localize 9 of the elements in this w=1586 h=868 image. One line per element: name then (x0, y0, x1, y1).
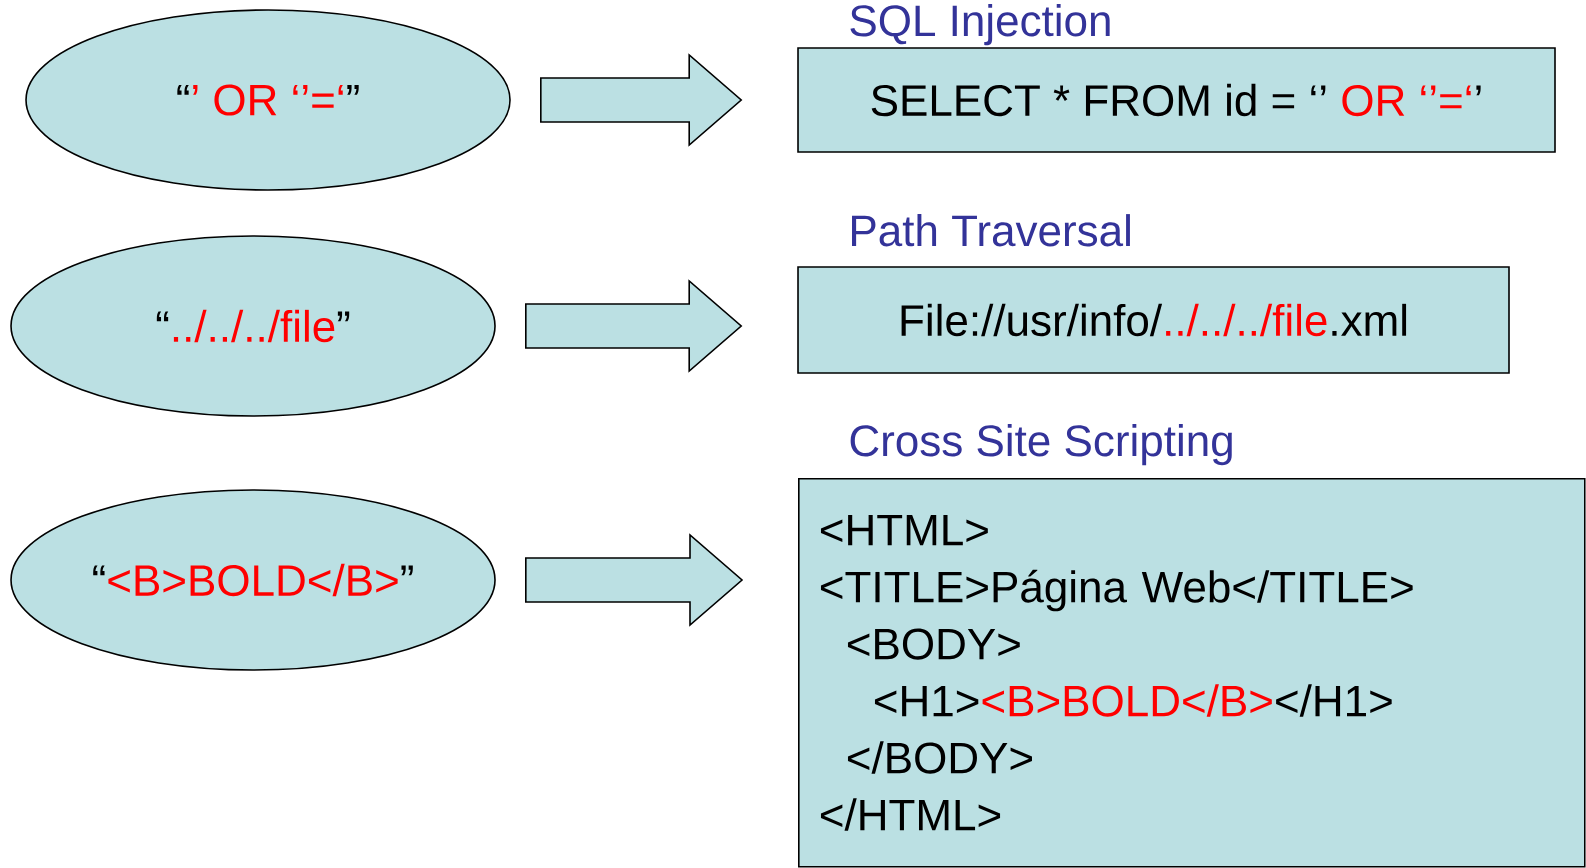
block-arrow (540, 53, 743, 147)
box-heading: Cross Site Scripting (850, 424, 1232, 466)
box-heading: SQL Injection (850, 4, 1110, 46)
code-box: <HTML> <TITLE>Página Web</TITLE> <BODY> <H1><B>BOLD</B></H1> </BODY> </HTML> (798, 478, 1586, 868)
code-box: File://usr/info/../../../file.xml (797, 266, 1510, 374)
block-arrow (525, 533, 744, 627)
box-heading: Path Traversal (852, 214, 1130, 247)
code-box: SELECT * FROM id = ‘’ OR ‘’=‘’ (797, 47, 1556, 153)
block-arrow (525, 279, 743, 373)
